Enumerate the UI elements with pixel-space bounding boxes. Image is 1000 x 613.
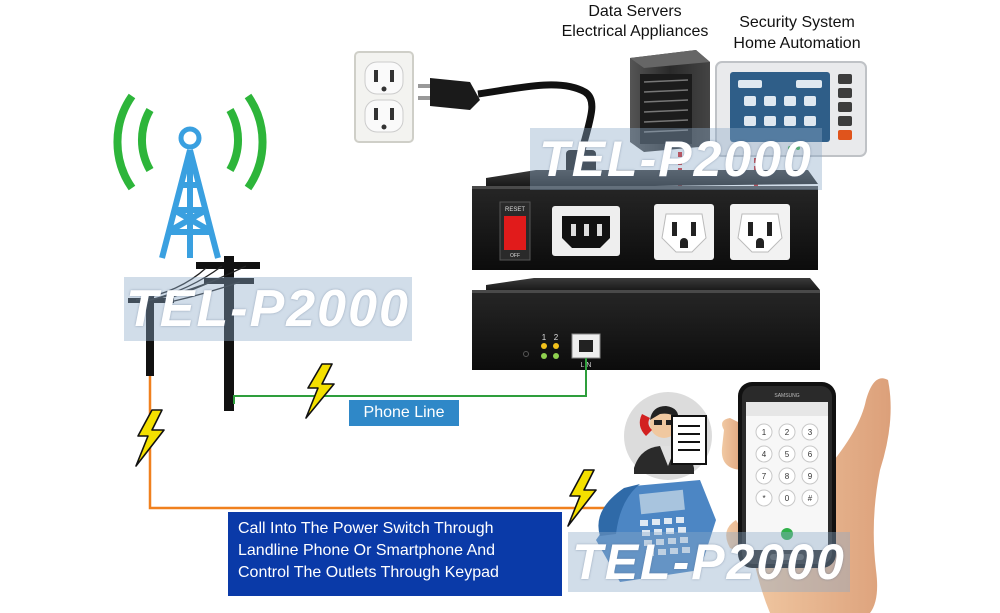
data-server-icon — [630, 50, 710, 152]
utility-pole-icon — [128, 256, 260, 411]
phone-keypad[interactable]: 1 2 3 4 5 6 7 8 9 * 0 # — [755, 423, 819, 507]
keypad-key[interactable]: 2 — [785, 428, 790, 437]
phone-line-wire — [233, 358, 587, 404]
label-data-servers: Data Servers — [588, 3, 682, 20]
keypad-key[interactable]: 1 — [762, 428, 767, 437]
rocker-switch[interactable]: RESET OFF — [499, 201, 531, 261]
keypad-key[interactable]: 3 — [808, 428, 813, 437]
keypad-key[interactable]: 8 — [785, 472, 790, 481]
label-security-system: Security System — [739, 14, 855, 31]
callout-line-1: Call Into The Power Switch Through — [238, 520, 494, 537]
keypad-key-bg[interactable] — [801, 423, 819, 441]
iec-power-inlet — [552, 206, 620, 256]
outlet-2 — [730, 204, 790, 260]
label-home-automation: Home Automation — [733, 35, 861, 52]
power-switch-control-unit — [472, 278, 820, 370]
keypad-key[interactable]: 4 — [762, 450, 767, 459]
keypad-key[interactable]: 6 — [808, 450, 813, 459]
keypad-key-bg[interactable] — [755, 423, 773, 441]
label-electrical-appliances: Electrical Appliances — [561, 23, 709, 40]
wall-outlet-icon — [354, 51, 414, 143]
keypad-key-bg[interactable] — [801, 489, 819, 507]
keypad-key-bg[interactable] — [755, 489, 773, 507]
security-panel-icon — [715, 61, 867, 157]
call-button[interactable] — [781, 528, 793, 540]
callout-line-2: Landline Phone Or Smartphone And — [238, 542, 496, 559]
keypad-key-bg[interactable] — [801, 445, 819, 463]
watermark-left: TEL-P2000 — [124, 277, 412, 341]
phone-brand: SAMSUNG — [774, 393, 799, 399]
keypad-key-bg[interactable] — [778, 489, 796, 507]
caller-icon — [624, 392, 712, 480]
keypad-key-bg[interactable] — [778, 445, 796, 463]
port-number-1: 1 — [542, 333, 547, 342]
cell-tower-icon — [113, 93, 267, 259]
keypad-key[interactable]: 7 — [762, 472, 767, 481]
outlet-1 — [654, 204, 714, 260]
smartphone-icon: SAMSUNG 1 2 3 4 5 6 7 8 9 * 0 # — [738, 382, 836, 568]
keypad-key[interactable]: 0 — [785, 494, 790, 503]
keypad-key-bg[interactable] — [778, 467, 796, 485]
port-number-2: 2 — [554, 333, 559, 342]
port-indicator-leds: 1 2 — [541, 333, 559, 359]
keypad-key[interactable]: # — [808, 494, 813, 503]
callout-box: Call Into The Power Switch Through Landl… — [228, 512, 562, 596]
switch-off-label: OFF — [510, 253, 520, 259]
keypad-key-bg[interactable] — [755, 467, 773, 485]
keypad-key-bg[interactable] — [755, 445, 773, 463]
phone-line-label: Phone Line — [349, 400, 459, 426]
lightning-icon — [305, 363, 335, 419]
keypad-key[interactable]: 5 — [785, 450, 790, 459]
keypad-key[interactable]: * — [762, 494, 765, 503]
keypad-key-bg[interactable] — [778, 423, 796, 441]
lightning-icon — [567, 469, 597, 527]
keypad-key[interactable]: 9 — [808, 472, 813, 481]
lightning-icon — [135, 409, 165, 467]
callout-line-3: Control The Outlets Through Keypad — [238, 564, 499, 581]
switch-reset-label: RESET — [505, 207, 525, 213]
watermark-top: TEL-P2000 — [530, 128, 822, 190]
watermark-bottom: TEL-P2000 — [568, 532, 850, 592]
desk-phone-icon — [596, 480, 716, 582]
keypad-key-bg[interactable] — [801, 467, 819, 485]
